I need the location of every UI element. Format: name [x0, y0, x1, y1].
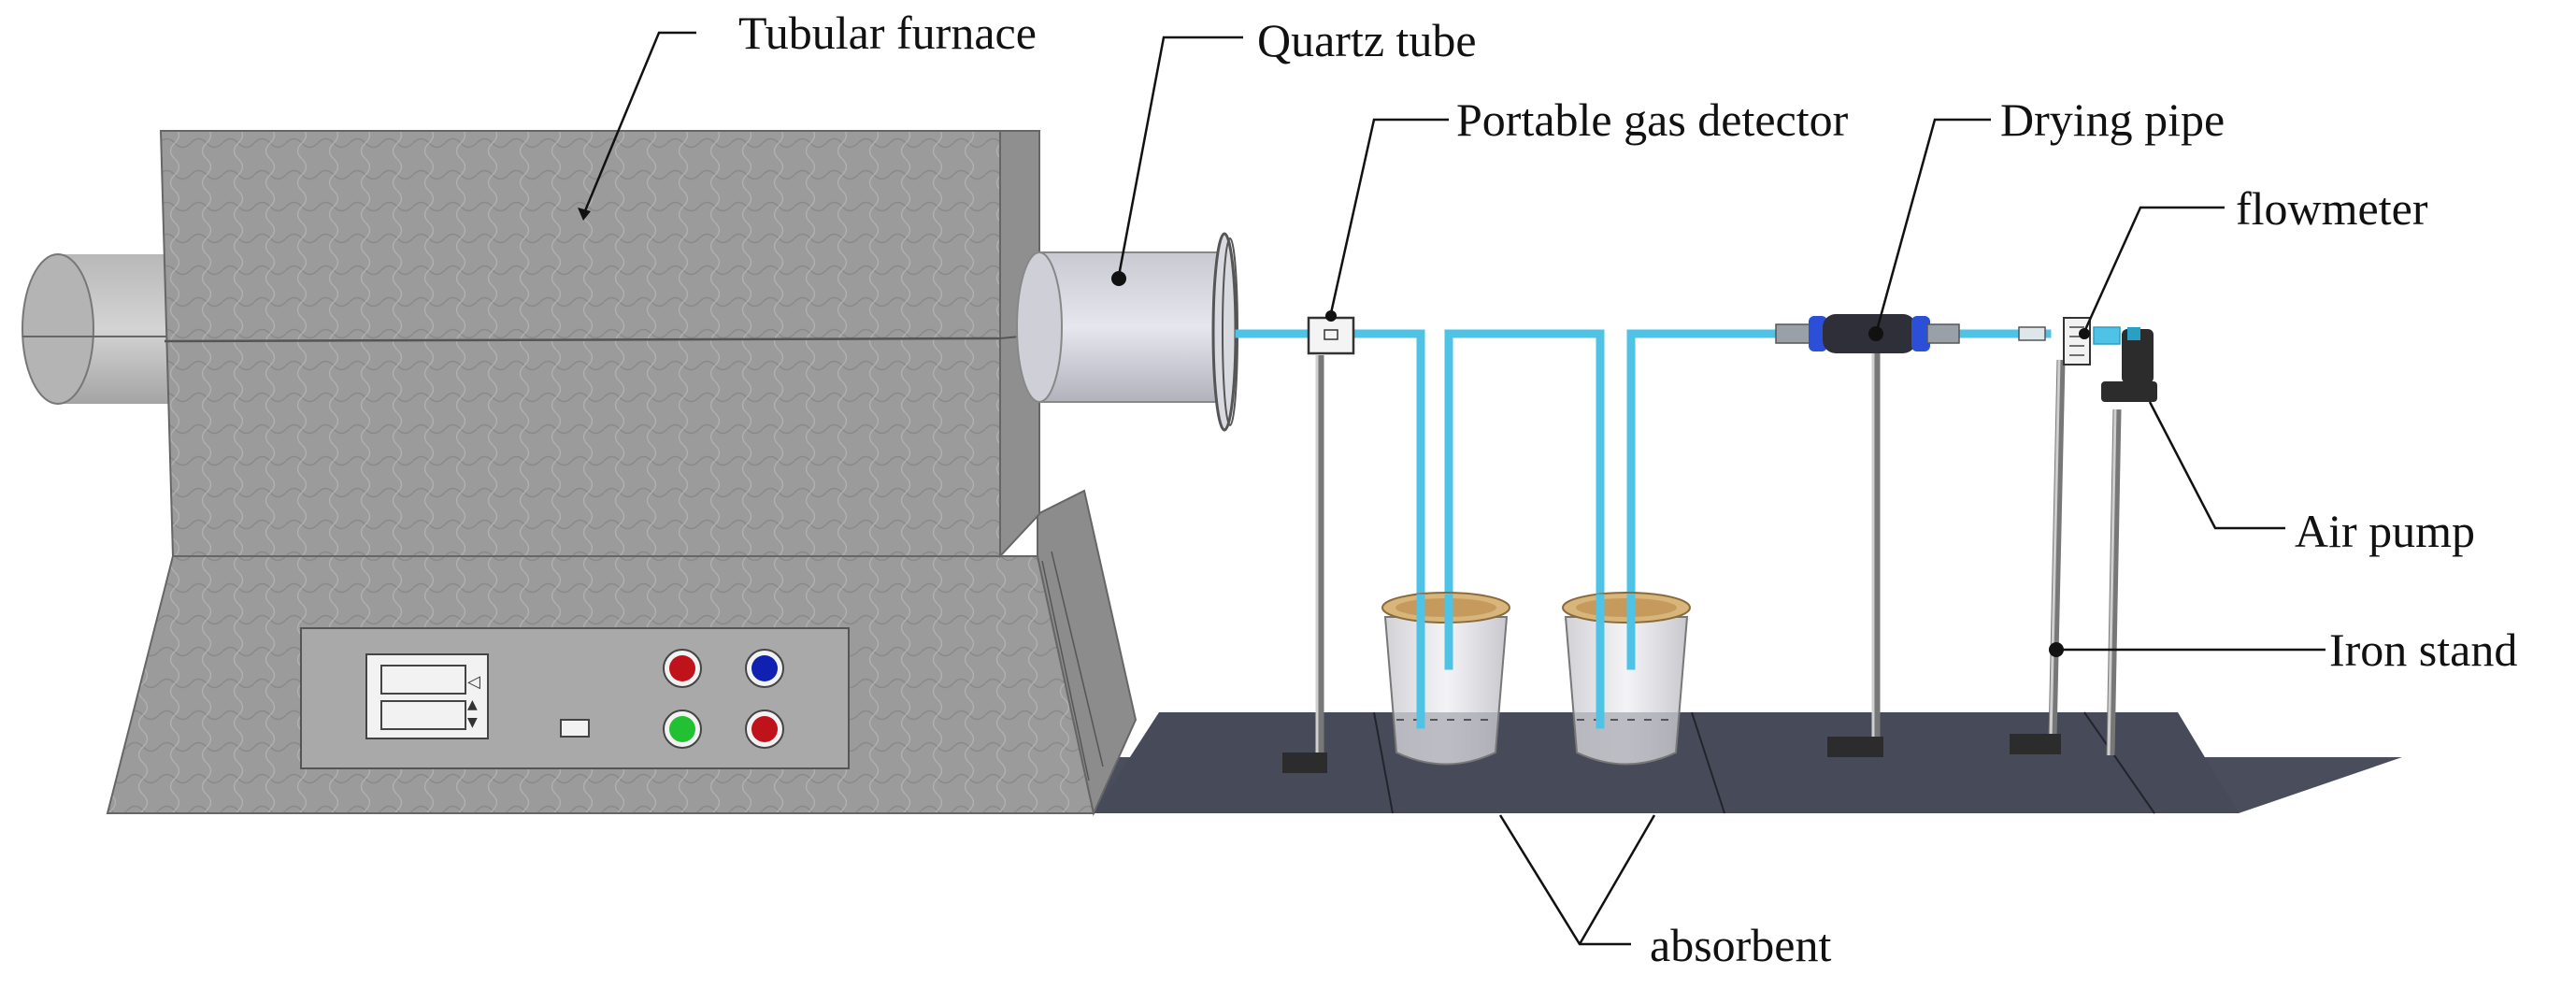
blue-button	[751, 655, 778, 681]
label-quartz-tube: Quartz tube	[1257, 14, 1477, 66]
absorbent-beaker-2	[1562, 592, 1691, 766]
red-button-bottom	[751, 716, 778, 742]
label-absorbent: absorbent	[1650, 919, 1831, 971]
quartz-tube	[1016, 232, 1238, 432]
flowmeter	[2018, 317, 2091, 366]
base-mat	[1094, 711, 2402, 814]
tubular-furnace-body	[159, 130, 1040, 559]
control-panel: ◁ ▲ ▼	[300, 627, 850, 769]
iron-stands	[1282, 327, 2122, 773]
up-arrow-icon: ▲	[467, 697, 478, 712]
label-portable-gas-detector: Portable gas detector	[1456, 93, 1849, 146]
left-cylinder	[21, 253, 170, 405]
red-button-top	[669, 655, 695, 681]
power-switch	[560, 719, 590, 738]
green-button	[669, 716, 695, 742]
label-flowmeter: flowmeter	[2236, 182, 2428, 235]
portable-gas-detector	[1307, 316, 1355, 355]
temperature-display	[365, 653, 489, 739]
air-pump	[2093, 326, 2157, 402]
down-arrow-icon: ▼	[467, 715, 478, 730]
label-iron-stand: Iron stand	[2329, 624, 2517, 676]
labels: Tubular furnace Quartz tube Portable gas…	[738, 7, 2517, 971]
label-drying-pipe: Drying pipe	[2000, 93, 2225, 146]
drying-pipe	[1775, 314, 1960, 353]
label-tubular-furnace: Tubular furnace	[738, 7, 1037, 59]
label-air-pump: Air pump	[2295, 505, 2475, 557]
cursor-icon: ◁	[467, 672, 480, 692]
absorbent-beaker-1	[1381, 592, 1510, 766]
leader-lines	[578, 31, 2326, 946]
